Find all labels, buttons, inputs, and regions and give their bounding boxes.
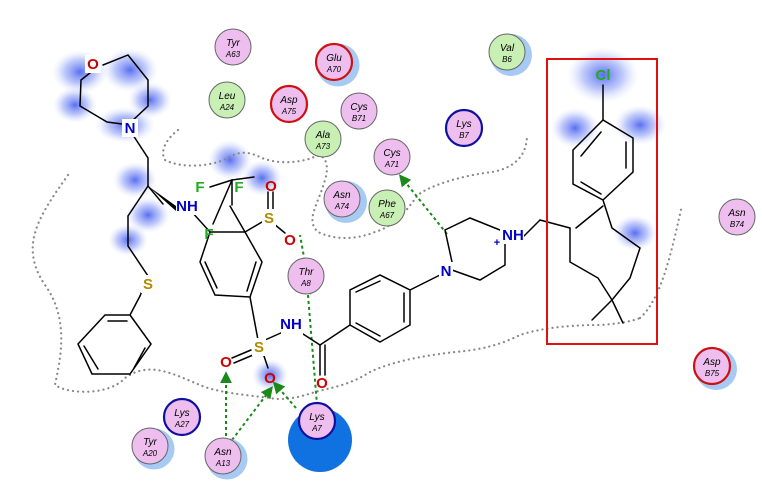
- fluorine-atom: F: [234, 179, 243, 196]
- residue-name: Glu: [326, 53, 342, 64]
- residue-circle: [314, 42, 354, 82]
- residue-chain-id: A74: [334, 202, 350, 211]
- residue-circle: [204, 437, 242, 475]
- oxygen-atom: O: [316, 375, 328, 392]
- residue-chain-id: A75: [281, 107, 297, 116]
- residue-chain-id: B75: [705, 369, 720, 378]
- residue-chain-id: A7: [311, 424, 322, 433]
- residue-chain-id: A63: [225, 50, 241, 59]
- residue-circle: [208, 81, 246, 119]
- residue-circle: [297, 401, 337, 441]
- sulfonamide-nh-label: NH: [280, 316, 302, 333]
- residue-name: Ala: [315, 130, 331, 141]
- residue-name: Lys: [456, 119, 471, 130]
- residue-name: Leu: [219, 91, 236, 102]
- oxygen-atom: O: [265, 178, 277, 195]
- atom-labels: O N NH S F F F S O O S O O NH O N NH + C…: [85, 55, 611, 392]
- residue-chain-id: A67: [379, 211, 395, 220]
- residue-chain-id: B6: [502, 55, 512, 64]
- residue-name: Tyr: [226, 38, 240, 49]
- fluorine-atom: F: [195, 179, 204, 196]
- residue-chain-id: A13: [215, 459, 231, 468]
- residue-name: Asn: [332, 190, 351, 201]
- oxygen-atom: O: [264, 370, 276, 387]
- residue-circle: [269, 84, 309, 124]
- residue-chain-id: A71: [384, 160, 399, 169]
- residue-circle: [692, 346, 732, 386]
- sulfur-atom: S: [254, 339, 264, 356]
- residue-circle: [488, 33, 526, 71]
- residue-name: Thr: [299, 267, 315, 278]
- residue-name: Lys: [309, 412, 324, 423]
- residue-circle: [444, 108, 484, 148]
- residue-circle: [287, 257, 325, 295]
- residue-name: Lys: [174, 408, 189, 419]
- fluorine-atom: F: [204, 226, 213, 243]
- residue-chain-id: B7: [459, 131, 469, 140]
- residue-chain-id: A73: [315, 142, 331, 151]
- oxygen-atom: O: [284, 232, 296, 249]
- piperazine-nh-label: NH: [502, 227, 524, 244]
- residue-chain-id: B71: [352, 114, 366, 123]
- residue-chain-id: A24: [219, 103, 235, 112]
- nitrogen-atom: N: [125, 120, 136, 137]
- residue-name: Asp: [702, 357, 721, 368]
- highlight-box: [546, 58, 658, 345]
- residue-circle: [340, 92, 378, 130]
- sulfur-atom: S: [264, 210, 274, 227]
- residue-circle: [131, 427, 169, 465]
- residue-name: Phe: [378, 199, 396, 210]
- oxygen-atom: O: [87, 56, 99, 73]
- chlorine-atom: Cl: [596, 67, 611, 84]
- residue-circle: [162, 397, 202, 437]
- residue-chain-id: B74: [730, 220, 745, 229]
- residue-name: Asp: [279, 95, 298, 106]
- residue-name: Asn: [213, 447, 232, 458]
- residue-chain-id: A20: [142, 449, 158, 458]
- residue-name: Val: [500, 43, 515, 54]
- residue-circle: [373, 138, 411, 176]
- residue-circle: [368, 189, 406, 227]
- residue-chain-id: A8: [300, 279, 311, 288]
- oxygen-atom: O: [220, 354, 232, 371]
- sulfur-atom: S: [143, 276, 153, 293]
- residue-circle: [718, 198, 756, 236]
- residue-circle: [304, 120, 342, 158]
- amine-nh-label: NH: [176, 198, 198, 215]
- residue-name: Asn: [727, 208, 746, 219]
- residue-name: Tyr: [143, 437, 157, 448]
- residue-name: Cys: [350, 102, 367, 113]
- residue-chain-id: A70: [326, 65, 342, 74]
- residue-name: Cys: [383, 148, 400, 159]
- positive-charge-label: +: [494, 237, 500, 249]
- ligand-bonds: [77, 54, 641, 376]
- residue-circle: [214, 28, 252, 66]
- piperazine-n-label: N: [441, 263, 452, 280]
- interaction-lines: [220, 174, 448, 441]
- residue-circle: [323, 180, 361, 218]
- residue-chain-id: A27: [174, 420, 190, 429]
- binding-pocket-outline: [31, 128, 684, 401]
